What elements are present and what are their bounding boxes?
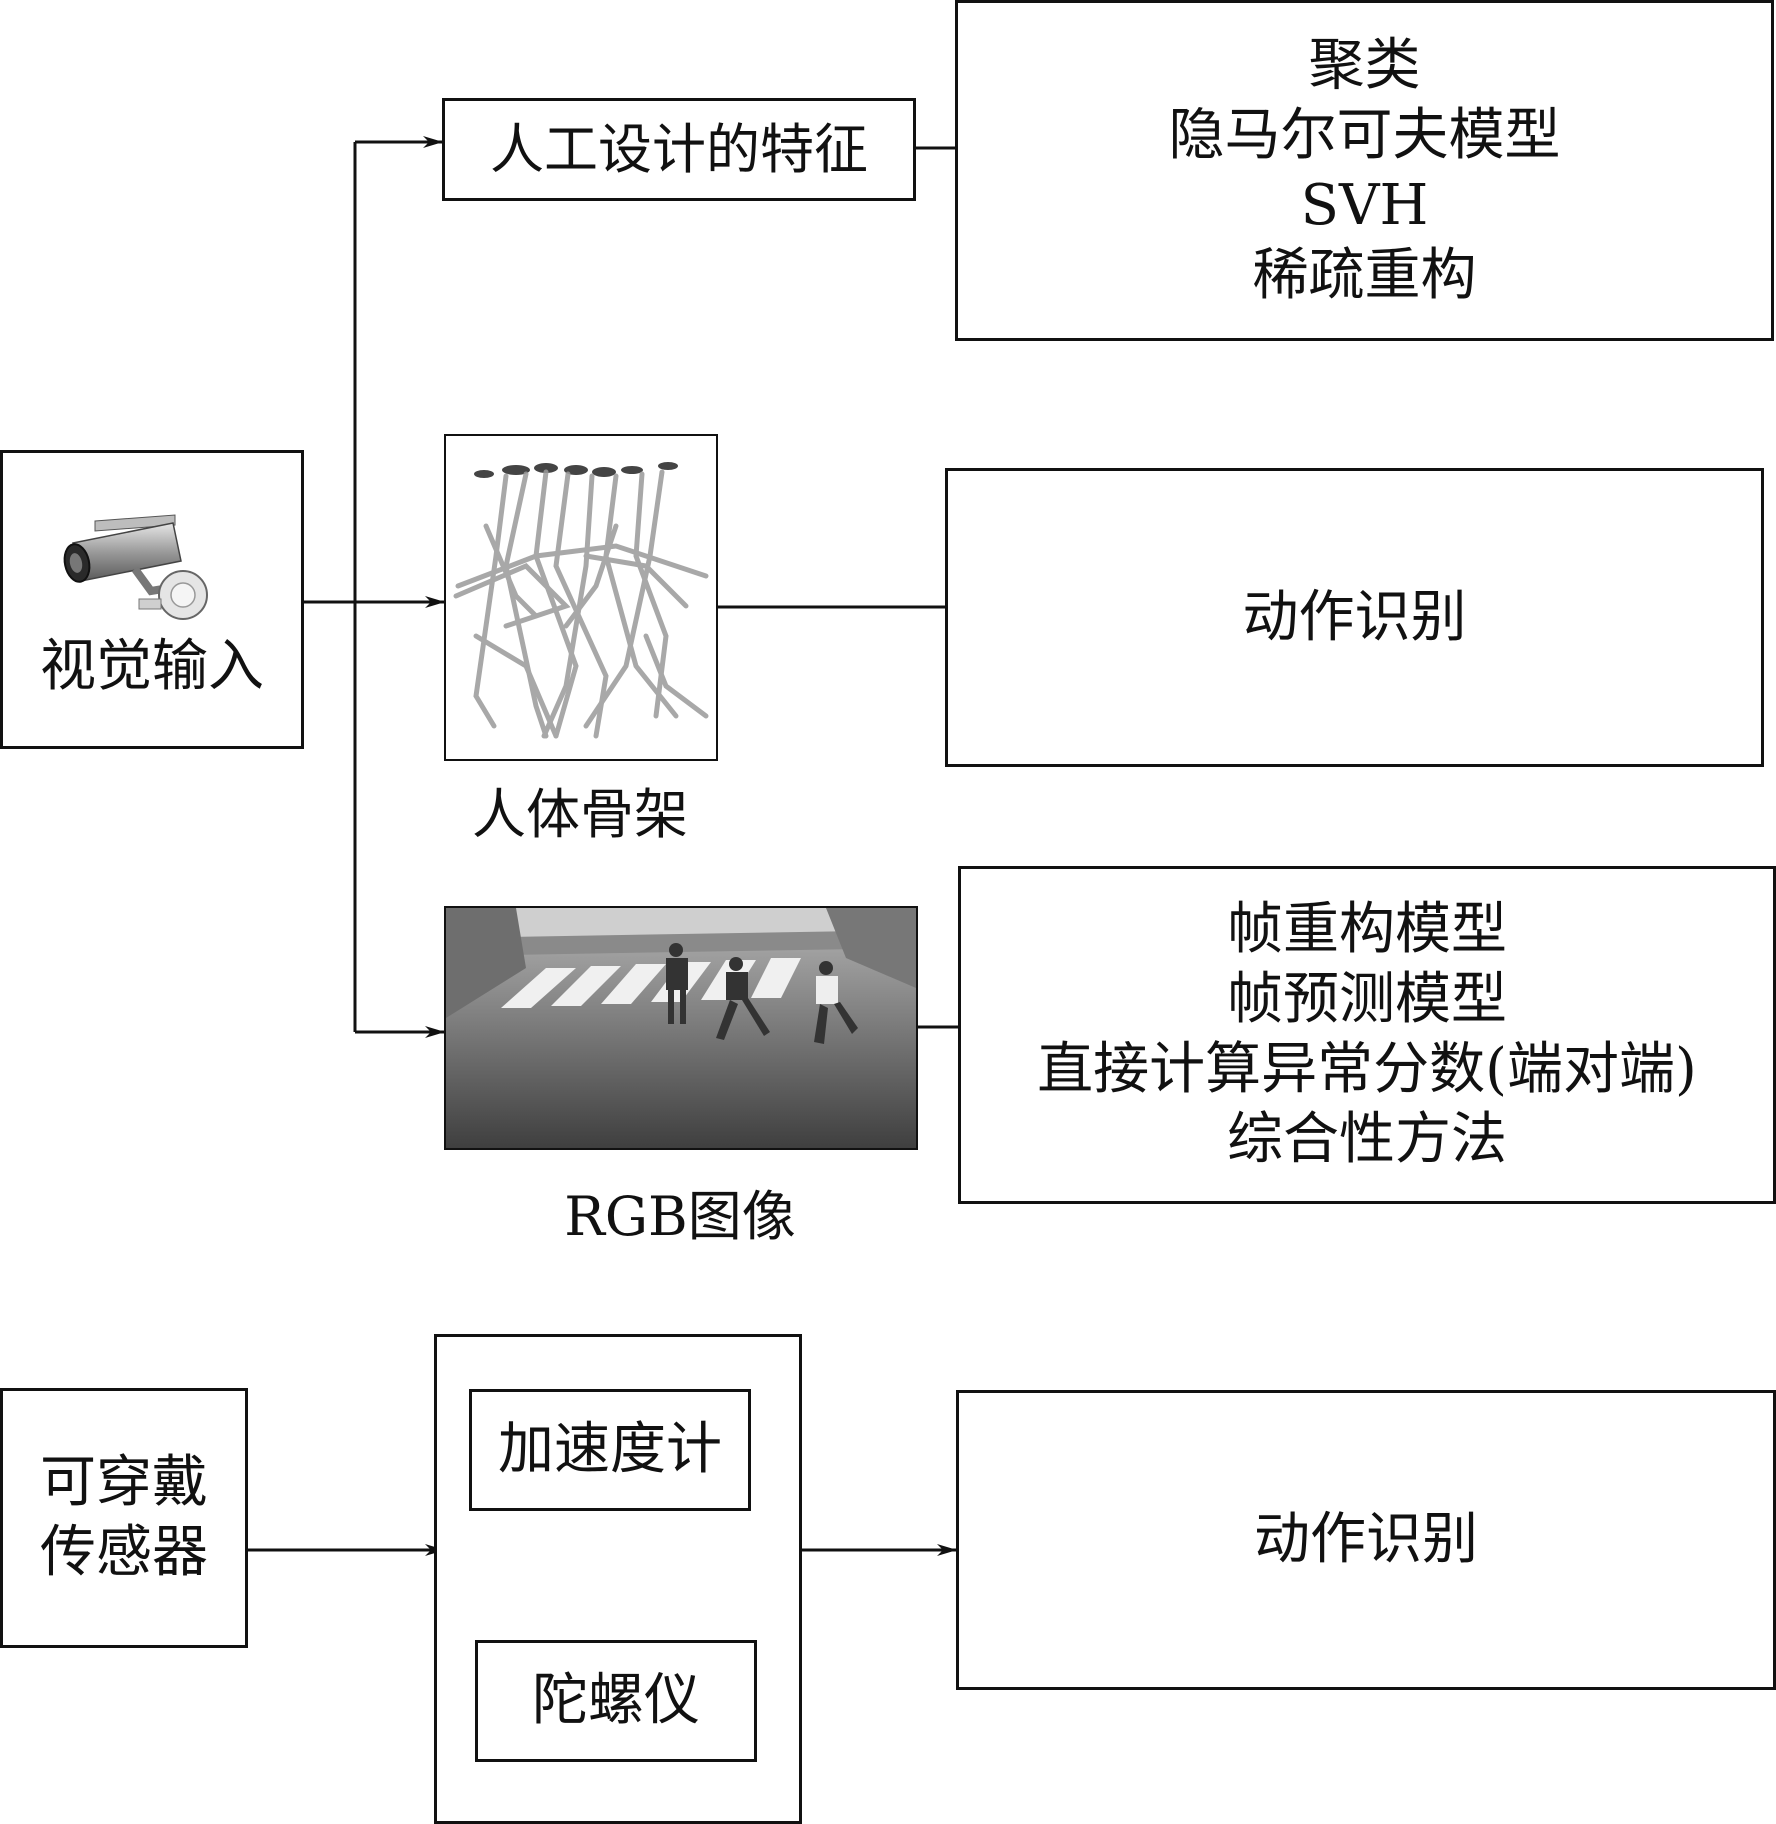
accelerometer-box: 加速度计 <box>469 1389 751 1511</box>
method-frame-prediction: 帧预测模型 <box>1227 967 1507 1032</box>
wearable-label-line1: 可穿戴 <box>40 1450 208 1515</box>
method-comprehensive: 综合性方法 <box>1227 1107 1507 1172</box>
wearable-label-line2: 传感器 <box>40 1520 208 1585</box>
sensors-container-box: 加速度计 陀螺仪 <box>434 1334 802 1824</box>
visual-input-label: 视觉输入 <box>40 634 264 699</box>
wearable-sensor-box: 可穿戴 传感器 <box>0 1388 248 1648</box>
visual-input-box: 视觉输入 <box>0 450 304 749</box>
rgb-caption: RGB图像 <box>564 1185 796 1248</box>
method-frame-reconstruction: 帧重构模型 <box>1227 897 1507 962</box>
skeleton-image <box>444 434 718 761</box>
method-hmm: 隐马尔可夫模型 <box>1168 102 1561 168</box>
skeleton-figure-icon <box>453 462 709 739</box>
method-svh: SVH <box>1300 172 1429 238</box>
rgb-scene-icon <box>446 908 916 1148</box>
skeleton-result-box: 动作识别 <box>945 468 1764 767</box>
skeleton-caption: 人体骨架 <box>472 783 688 846</box>
method-end-to-end-score: 直接计算异常分数(端对端) <box>1037 1037 1697 1102</box>
gyroscope-label: 陀螺仪 <box>532 1668 700 1733</box>
handcrafted-methods-box: 聚类 隐马尔可夫模型 SVH 稀疏重构 <box>955 0 1774 341</box>
accelerometer-label: 加速度计 <box>498 1417 722 1482</box>
rgb-methods-box: 帧重构模型 帧预测模型 直接计算异常分数(端对端) 综合性方法 <box>958 866 1776 1204</box>
handcrafted-features-label: 人工设计的特征 <box>490 117 868 181</box>
skeleton-result-label: 动作识别 <box>1242 584 1467 650</box>
handcrafted-features-box: 人工设计的特征 <box>442 98 916 201</box>
wearable-result-label: 动作识别 <box>1254 1507 1478 1572</box>
gyroscope-box: 陀螺仪 <box>475 1640 757 1762</box>
rgb-image <box>444 906 918 1150</box>
method-sparse-reconstruction: 稀疏重构 <box>1252 242 1477 308</box>
wearable-result-box: 动作识别 <box>956 1390 1776 1690</box>
method-clustering: 聚类 <box>1308 32 1421 98</box>
security-camera-icon <box>63 514 208 620</box>
